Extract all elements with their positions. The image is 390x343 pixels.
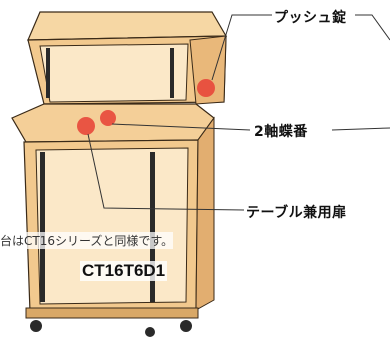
rack-rail	[46, 48, 50, 98]
leader-line-hinge-end	[331, 127, 390, 131]
marker-door	[77, 117, 95, 135]
caster	[30, 320, 42, 332]
rack-rail	[150, 152, 155, 302]
leader-line-lock-end	[355, 14, 390, 41]
marker-hinge	[100, 110, 116, 126]
leader-line-door	[87, 133, 245, 211]
callout-two-axis-hinge: 2軸蝶番	[254, 124, 308, 140]
leader-line-hinge	[111, 123, 251, 131]
caster	[145, 327, 155, 337]
upper-opening	[39, 43, 189, 103]
cabinet-top	[27, 11, 228, 41]
callout-table-door: テーブル兼用扉	[246, 205, 347, 221]
rack-rail	[40, 152, 45, 302]
caster	[180, 320, 192, 332]
base-note: 台はCT16シリーズと同様です。	[0, 232, 174, 249]
rack-rail	[170, 48, 174, 98]
leader-line-lock	[211, 14, 272, 81]
base	[25, 307, 199, 319]
marker-lock	[197, 79, 215, 97]
callout-push-lock: プッシュ錠	[274, 10, 347, 26]
side-panel	[195, 116, 215, 311]
model-number: CT16T6D1	[80, 261, 168, 281]
